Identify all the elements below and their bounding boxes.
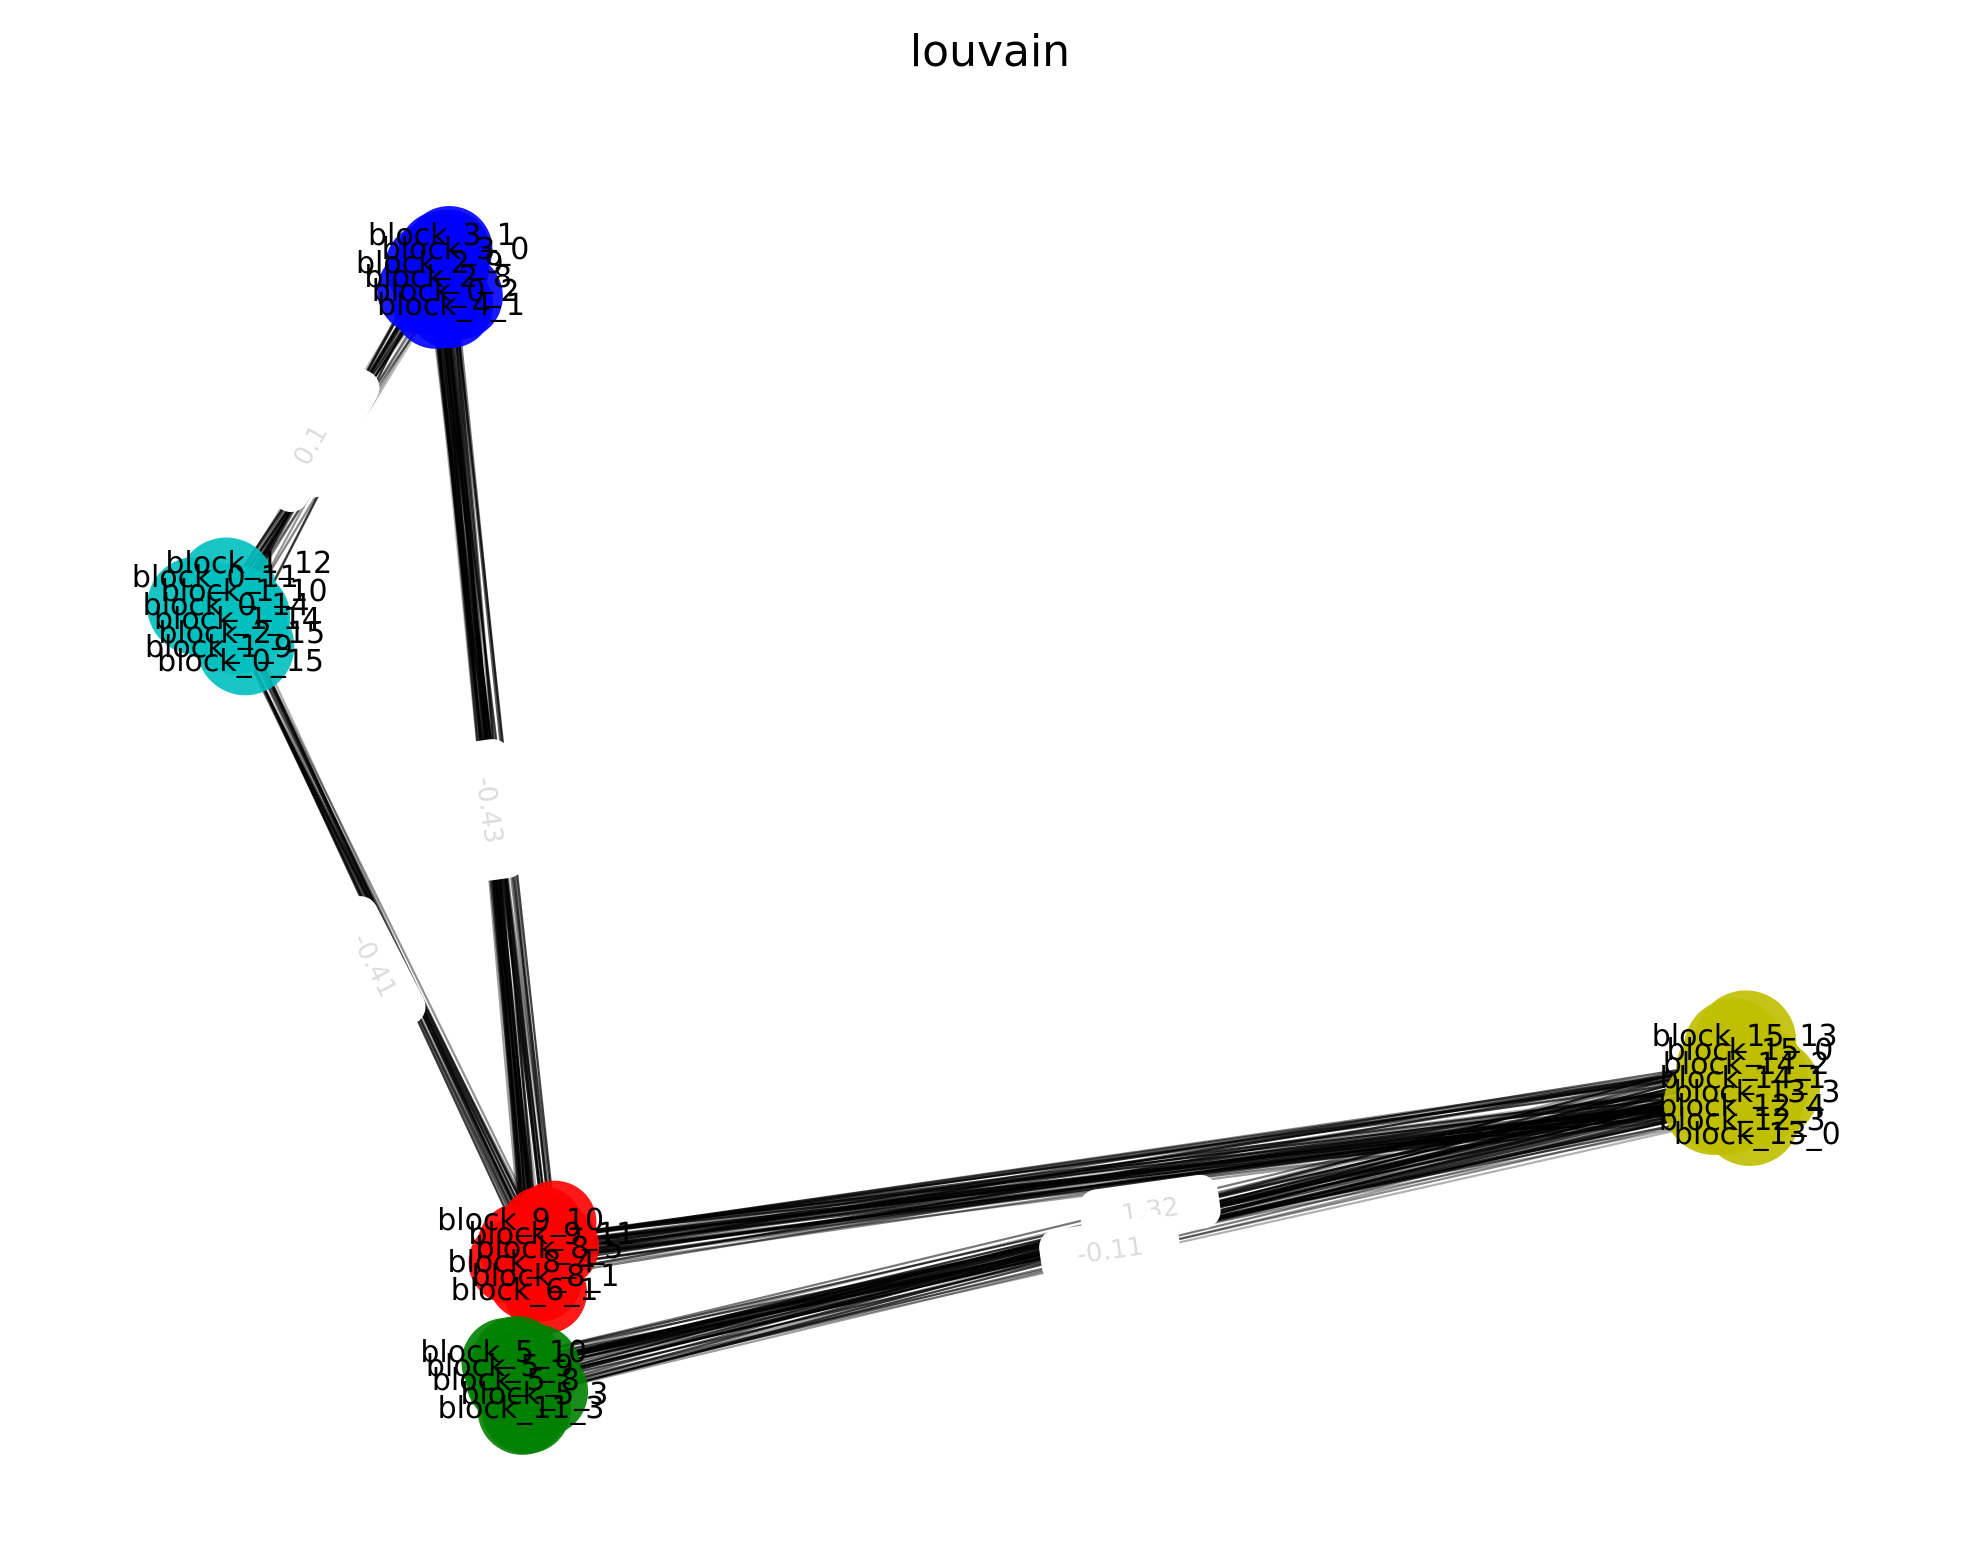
edge-weight-label: -0.41 [326, 896, 426, 1033]
node-label: block_2_15 [158, 616, 325, 651]
node-label: block_15_0 [1666, 1033, 1833, 1068]
node-blue [406, 206, 493, 293]
node-label: block_9_11 [468, 1217, 635, 1252]
edge-red-yellow [531, 1072, 1721, 1243]
node-label: block_14_1 [1659, 1061, 1826, 1096]
node-label: block_8_5 [476, 1231, 624, 1266]
node-label: block_12_3 [1659, 1103, 1826, 1138]
node-red [477, 1203, 562, 1287]
node-label: block_1_14 [154, 602, 321, 637]
node-label: block_8_4 [448, 1245, 596, 1280]
node-label: block_0_11 [132, 560, 299, 595]
graph-title: louvain [910, 26, 1070, 77]
edge-weight-label: 0.1 [257, 376, 361, 513]
node-label: block_13_3 [1674, 1075, 1841, 1110]
edge-cyan-red [238, 616, 551, 1250]
edge-label-layer: 0.370.1-0.43-0.411.32-0.11 [257, 361, 1221, 1284]
node-label: block_15_13 [1652, 1019, 1838, 1054]
node-label: block_1_10 [161, 574, 328, 609]
node-label: block_9_10 [437, 1203, 604, 1238]
node-cyan [189, 566, 288, 665]
node-label: block_11_3 [438, 1391, 605, 1426]
edge-red-yellow [536, 1091, 1745, 1241]
node-label: block_4_1 [377, 288, 525, 323]
edge-red-yellow [530, 1068, 1713, 1260]
node-label: block_2_9 [356, 246, 504, 281]
node-label: block_12_4 [1658, 1089, 1825, 1124]
node-yellow [1663, 1054, 1765, 1155]
node-label: block_5_9 [426, 1349, 574, 1384]
node-label: block_3_1 [368, 218, 516, 253]
node-label: block_5_8 [432, 1363, 580, 1398]
node-label: block_1_12 [165, 546, 332, 581]
node-clusters [147, 206, 1820, 1455]
node-label: block_14_2 [1663, 1047, 1830, 1082]
node-label: block_5_3 [461, 1377, 609, 1412]
node-label: block_0_2 [372, 274, 520, 309]
node-label: block_1_9 [145, 630, 293, 665]
node-label: block_0_15 [157, 644, 324, 679]
edge-weight-label: -0.43 [456, 739, 526, 881]
edge-weight-label: -0.11 [1039, 1214, 1181, 1284]
node-label: block_0_14 [143, 588, 310, 623]
node-label: block_2_8 [364, 260, 512, 295]
node-green [491, 1324, 581, 1414]
node-label: block_5_10 [420, 1335, 587, 1370]
node-label-layer: block_3_1block_3_0block_2_9block_2_8bloc… [132, 218, 1841, 1426]
edge-cyan-red [232, 609, 544, 1247]
node-label: block_8_1 [472, 1259, 620, 1294]
node-label: block_6_1 [451, 1273, 599, 1308]
edge-red-yellow [531, 1065, 1719, 1242]
node-label: block_13_0 [1674, 1117, 1841, 1152]
node-label: block_3_0 [382, 232, 530, 267]
